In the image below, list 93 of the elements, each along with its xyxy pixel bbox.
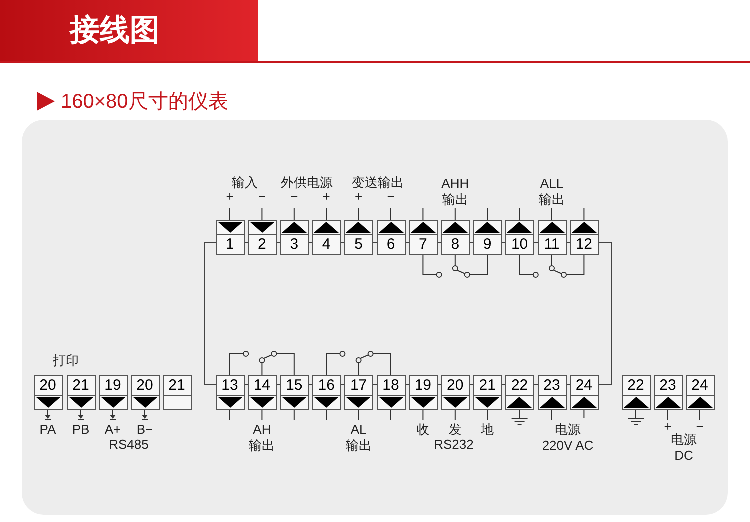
terminal-label: A+ [104,422,122,438]
terminal-number: 1 [224,235,236,254]
terminal-label: + [322,189,332,205]
terminal-label: 收 [416,422,431,438]
terminal-label: + [225,189,235,205]
terminal-label: B− [136,422,154,438]
terminal-label: AL 输出 [344,422,373,454]
terminal-label: ALL 输出 [538,176,566,208]
terminal-number: 9 [482,235,493,254]
terminal-label: RS485 [108,437,150,453]
terminal-label: 输入 [231,175,259,191]
terminal-label: 外供电源 [280,175,334,191]
terminal-label: − [696,419,705,434]
terminal-label: 变送输出 [351,175,405,191]
terminal-number: 23 [658,376,678,395]
terminal-block [570,375,599,410]
terminal-number: 3 [289,235,300,254]
terminal-block [280,375,309,410]
terminal-label: 打印 [52,353,80,369]
terminal-label: 电源 220V AC [541,422,595,454]
terminal-number: 24 [574,376,594,395]
terminal-block [505,220,534,255]
terminal-number: 16 [317,376,336,395]
terminal-number: 20 [38,376,58,395]
terminal-number: 11 [543,235,561,254]
terminal-label: PB [71,422,91,438]
terminal-block [408,220,438,255]
terminal-number: 23 [542,376,562,395]
terminal-label: 电源 DC [670,432,698,464]
terminal-number: 22 [626,376,646,395]
terminal-number: 19 [104,376,122,395]
terminal-number: 13 [220,376,240,395]
terminal-block [505,375,534,410]
terminal-block [440,220,470,255]
terminal-number: 20 [446,376,465,395]
terminal-block [473,220,502,255]
terminal-block [440,375,470,410]
terminal-block [98,375,128,410]
terminal-block [248,375,277,410]
terminal-label: AHH 输出 [440,176,470,208]
terminal-number: 20 [136,376,154,395]
terminal-number: 22 [510,376,530,395]
terminal-block [622,375,650,410]
terminal-block [376,220,406,255]
terminal-label: − [257,189,267,205]
terminal-number: 8 [450,235,461,254]
terminal-block [408,375,438,410]
terminal-number: 7 [418,235,428,254]
terminal-block [570,220,599,255]
terminal-block [473,375,502,410]
terminal-block [280,220,309,255]
terminal-block [66,375,96,410]
terminal-number: 2 [257,235,268,254]
terminal-number: 12 [574,235,594,254]
terminal-number: 5 [354,235,364,254]
terminal-number: 21 [478,376,497,395]
terminal-block [216,220,244,255]
terminal-number: 15 [285,376,304,395]
terminal-block [162,375,192,410]
terminal-number: 6 [386,235,396,254]
terminal-block [312,220,342,255]
terminal-label: 发 [448,422,463,438]
diagram-title: 接线图 [70,13,160,49]
terminal-number: 10 [510,235,530,254]
terminal-block [686,375,714,410]
terminal-block [248,220,277,255]
terminal-number: 21 [168,376,186,395]
terminal-block [538,220,566,255]
terminal-block [344,375,374,410]
terminal-label: − [386,189,396,205]
terminal-number: 19 [414,376,433,395]
terminal-label: 地 [480,422,496,438]
terminal-block [654,375,682,410]
terminal-number: 4 [321,235,332,254]
terminal-label: + [663,419,672,435]
terminal-number: 21 [72,376,90,395]
terminal-number: 17 [349,376,368,395]
terminal-block [538,375,566,410]
terminal-number: 18 [382,376,400,395]
terminal-number: 14 [252,376,272,395]
terminal-label: RS232 [433,437,475,453]
terminal-label: PA [38,422,58,438]
terminal-block [216,375,244,410]
terminal-label: − [290,189,300,205]
terminal-block [376,375,406,410]
terminal-label: + [354,189,364,205]
section-heading: 160×80尺寸的仪表 [61,90,228,115]
terminal-block [312,375,342,410]
terminal-block [34,375,62,410]
terminal-number: 24 [690,376,710,395]
terminal-block [344,220,374,255]
terminal-block [130,375,160,410]
terminal-label: AH 输出 [248,422,276,454]
